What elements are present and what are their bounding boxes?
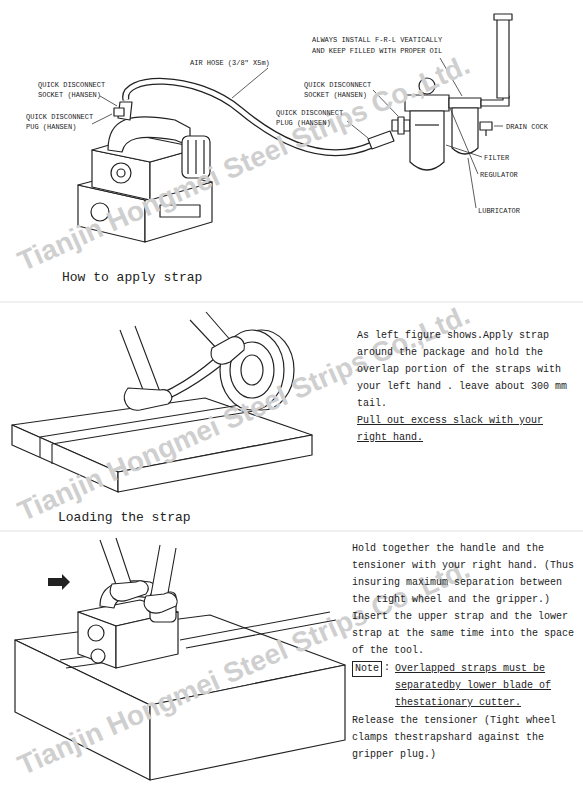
- hand: [120, 326, 160, 395]
- direction-arrow: [48, 574, 70, 590]
- note-text: Overlapped straps must be separatedby lo…: [395, 660, 576, 711]
- strap: [51, 444, 52, 464]
- frl-unit: [494, 14, 512, 20]
- frl-unit: [452, 108, 478, 154]
- section-divider: [0, 531, 583, 532]
- part-label: DRAIN COCK: [506, 122, 548, 132]
- frl-unit: [480, 122, 492, 130]
- strapping-tool: [114, 108, 124, 116]
- strap: [39, 437, 40, 457]
- frl-unit: [410, 111, 444, 170]
- frl-unit: [368, 131, 394, 149]
- strapping-tool: [78, 612, 116, 668]
- leader-line: [450, 108, 478, 174]
- hand: [124, 388, 171, 410]
- hand: [211, 337, 244, 364]
- note-colon: :: [384, 660, 390, 676]
- strapping-tool: [108, 117, 190, 152]
- strap-coil: [241, 355, 263, 385]
- frl-unit: [398, 117, 404, 134]
- hand: [100, 538, 177, 613]
- part-label: LUBRICATOR: [478, 206, 520, 216]
- frl-unit: [415, 124, 439, 125]
- leader-line: [100, 96, 117, 106]
- section-heading: How to apply strap: [62, 270, 202, 286]
- hand: [120, 312, 244, 410]
- strapping-tool: [187, 140, 188, 174]
- part-label: QUICK DISCONNECT SOCKET (HANSEN): [304, 80, 378, 100]
- part-label: QUICK DISCONNECT PLUG (HANSEN): [276, 108, 348, 128]
- leader-line: [92, 114, 112, 124]
- strapping-tool: [111, 163, 131, 183]
- strapping-tool: [91, 649, 105, 663]
- section-divider: [0, 302, 583, 303]
- instruction-text: As left figure shows.Apply strap around …: [357, 327, 573, 412]
- instruction-text: Release the tensioner (Tight wheel clamp…: [352, 712, 576, 763]
- hand: [110, 581, 148, 601]
- frl-unit: [497, 18, 509, 98]
- part-label: REGULATOR: [480, 170, 518, 180]
- leader-line: [468, 158, 476, 208]
- leader-line: [446, 145, 482, 157]
- note-word: Note: [355, 663, 379, 674]
- strapping-tool: [117, 169, 125, 177]
- section-heading: Loading the strap: [58, 510, 191, 526]
- frl-unit: [485, 130, 486, 136]
- leader-line: [494, 126, 503, 127]
- hand: [144, 593, 177, 613]
- instruction-text: Hold together the handle and the tension…: [352, 540, 576, 659]
- note-label: ALWAYS INSTALL F-R-L VEATICALLY AND KEEP…: [312, 35, 450, 57]
- part-label: AIR HOSE (3/8" X5m): [190, 58, 270, 68]
- strapping-tool: [78, 581, 178, 668]
- part-label: QUICK DISCONNECT PUG (HANSEN): [26, 112, 98, 132]
- frl-unit: [449, 98, 481, 108]
- leader-line: [232, 68, 268, 98]
- part-label: QUICK DISCONNECT SOCKET (HANSEN): [38, 80, 116, 100]
- instruction-text: Pull out excess slack with your right ha…: [357, 412, 573, 446]
- note-box: Note: [352, 661, 382, 677]
- direction-arrow: [48, 574, 70, 590]
- part-label: FILTER: [484, 153, 509, 163]
- strapping-tool: [88, 625, 104, 641]
